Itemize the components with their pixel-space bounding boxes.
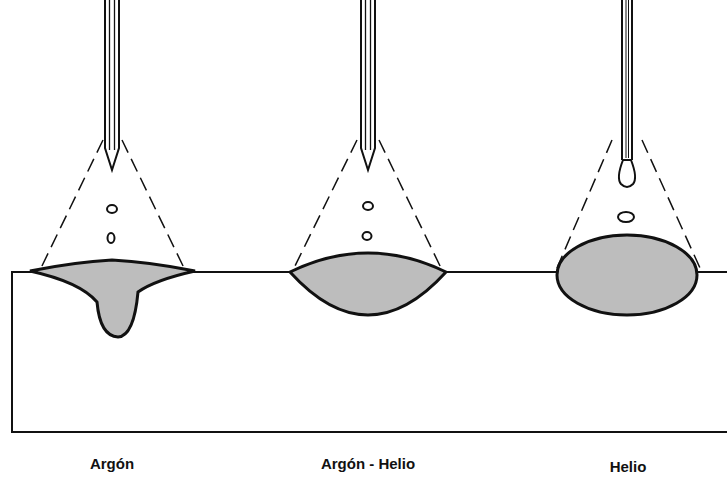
weld-bead bbox=[557, 235, 697, 315]
torch-argon-helium bbox=[290, 0, 446, 315]
weld-bead bbox=[30, 260, 195, 337]
torch-helium bbox=[557, 0, 700, 315]
gas-label: Argón bbox=[90, 455, 134, 472]
weld-bead bbox=[290, 253, 446, 315]
gas-label: Helio bbox=[610, 458, 647, 475]
gas-label: Argón - Helio bbox=[321, 455, 415, 472]
torch-argon bbox=[30, 0, 195, 337]
